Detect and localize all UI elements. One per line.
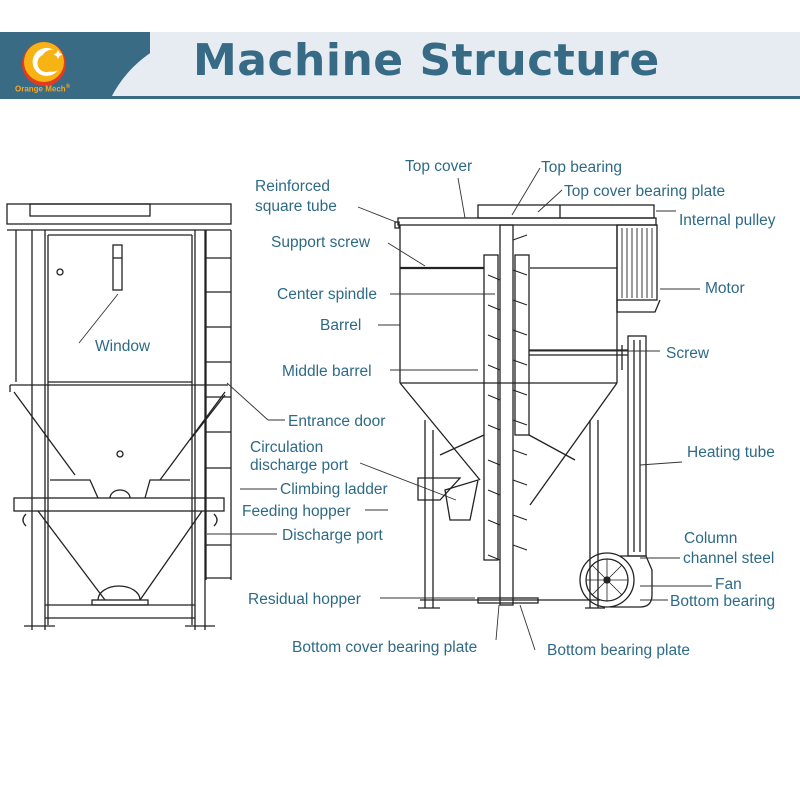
label-reinforced-1: Reinforced <box>255 178 330 195</box>
label-residual-hopper: Residual hopper <box>248 591 361 608</box>
motor <box>616 224 658 301</box>
middle-barrel <box>483 254 499 561</box>
top-cover-bearing-plate <box>477 204 655 219</box>
label-entrance-door: Entrance door <box>288 413 386 430</box>
label-circulation-1: Circulation <box>250 439 324 456</box>
label-reinforced-2: square tube <box>255 198 337 215</box>
fan <box>579 552 635 608</box>
left-middle-flange <box>13 497 225 512</box>
leader-lines <box>78 167 712 651</box>
label-circulation-2: discharge port <box>250 457 349 474</box>
window-slot <box>112 244 123 291</box>
label-motor: Motor <box>705 280 745 297</box>
brand-text: Orange Mech <box>15 84 66 94</box>
label-screw: Screw <box>666 345 710 362</box>
label-fan: Fan <box>715 576 742 593</box>
label-column-2: channel steel <box>683 550 775 567</box>
brand-name: Orange Mech® <box>15 84 70 94</box>
label-middle-barrel: Middle barrel <box>282 363 372 380</box>
heating-tube <box>627 335 647 557</box>
label-bottom-cover-bearing-plate: Bottom cover bearing plate <box>292 639 478 656</box>
center-spindle <box>499 224 514 606</box>
left-top-cover <box>6 203 232 225</box>
label-bottom-bearing: Bottom bearing <box>670 593 776 610</box>
label-window: Window <box>95 338 151 355</box>
label-support-screw: Support screw <box>271 234 371 251</box>
label-top-bearing: Top bearing <box>541 159 623 176</box>
label-top-cover: Top cover <box>405 158 473 175</box>
ladder-rungs <box>206 257 231 579</box>
header-curve <box>98 32 218 98</box>
label-heating-tube: Heating tube <box>687 444 775 461</box>
label-column-1: Column <box>684 530 738 547</box>
bottom-bearing-plate <box>477 597 539 604</box>
brand-mark: ® <box>65 84 71 90</box>
label-top-cover-bearing-plate: Top cover bearing plate <box>564 183 726 200</box>
label-discharge-port: Discharge port <box>282 527 383 544</box>
label-climbing-ladder: Climbing ladder <box>280 481 388 498</box>
top-cover <box>397 217 657 226</box>
left-view <box>6 203 232 630</box>
label-feeding-hopper: Feeding hopper <box>242 503 351 520</box>
orange-mech-logo-icon <box>22 42 66 86</box>
page-title: Machine Structure <box>193 35 660 86</box>
label-internal-pulley: Internal pulley <box>679 212 776 229</box>
header-underline <box>0 96 800 99</box>
right-view <box>394 204 661 609</box>
label-bottom-bearing-plate: Bottom bearing plate <box>547 642 691 659</box>
label-barrel: Barrel <box>320 317 362 334</box>
screw-flights <box>487 234 528 561</box>
label-center-spindle: Center spindle <box>277 286 377 303</box>
